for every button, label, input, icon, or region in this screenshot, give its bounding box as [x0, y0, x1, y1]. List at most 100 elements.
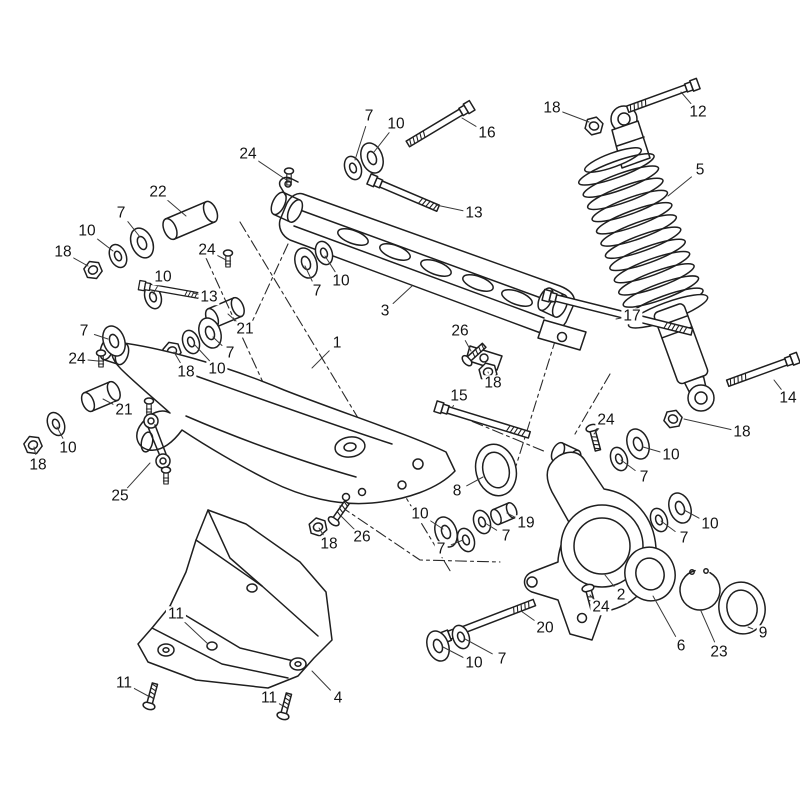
part-callout-7: 7	[223, 344, 237, 362]
bearing-6	[624, 546, 676, 602]
leader-line-21	[102, 398, 115, 406]
seal-9	[718, 581, 766, 635]
nut-18-c	[21, 432, 45, 458]
part-callout-18: 18	[52, 243, 74, 261]
leader-line-18	[72, 256, 89, 267]
sleeve-22	[159, 198, 222, 243]
leader-line-10	[373, 132, 390, 153]
leader-line-5	[667, 176, 692, 197]
leader-line-10	[683, 509, 701, 520]
nut-18-a	[81, 257, 105, 283]
leader-line-7	[620, 459, 636, 471]
leader-line-7	[660, 520, 676, 532]
part-callout-18: 18	[482, 374, 504, 392]
part-callout-10: 10	[76, 222, 98, 240]
leader-line-18	[33, 446, 37, 455]
nut-18-shock-top	[583, 114, 605, 138]
leader-line-15	[451, 405, 454, 409]
leader-line-16	[461, 117, 479, 128]
leader-line-13	[192, 292, 199, 295]
upper-suspension-arm	[270, 176, 587, 371]
part-callout-19: 19	[515, 514, 537, 532]
bolt-16	[404, 99, 476, 150]
part-callout-10: 10	[409, 505, 431, 523]
part-callout-8: 8	[450, 482, 464, 500]
part-callout-7: 7	[495, 650, 509, 668]
part-callout-4: 4	[331, 689, 345, 707]
leader-line-18	[173, 351, 181, 364]
leader-line-7	[450, 539, 464, 546]
leader-line-24	[87, 359, 99, 362]
part-callout-20: 20	[534, 619, 556, 637]
leader-line-24	[593, 427, 600, 435]
part-callout-10: 10	[57, 439, 79, 457]
part-callout-10: 10	[330, 272, 352, 290]
bolt-13-upper	[366, 173, 441, 215]
part-callout-6: 6	[674, 637, 688, 655]
leader-line-7	[93, 334, 109, 340]
leader-line-8	[466, 476, 484, 487]
part-callout-23: 23	[708, 643, 730, 661]
leader-line-1	[311, 350, 330, 369]
leader-line-11	[133, 687, 151, 698]
bushing-7-e	[453, 525, 479, 555]
leader-line-18	[318, 527, 324, 536]
leader-line-24	[589, 594, 595, 600]
part-callout-17: 17	[621, 307, 643, 325]
bolt-15	[433, 400, 532, 441]
skid-plate	[137, 509, 333, 689]
part-callout-24: 24	[595, 411, 617, 429]
leader-line-12	[680, 91, 692, 105]
part-callout-14: 14	[777, 389, 799, 407]
part-callout-18: 18	[541, 99, 563, 117]
part-callout-1: 1	[330, 334, 344, 352]
bushing-7-f	[469, 507, 495, 537]
part-callout-3: 3	[378, 302, 392, 320]
lower-suspension-arm	[99, 337, 456, 505]
part-callout-7: 7	[310, 282, 324, 300]
part-callout-13: 13	[463, 204, 485, 222]
part-callout-24: 24	[590, 598, 612, 616]
leader-line-4	[311, 670, 331, 691]
part-callout-5: 5	[693, 161, 707, 179]
leader-line-19	[506, 512, 517, 519]
bolt-14	[725, 351, 800, 390]
leader-line-24	[216, 254, 227, 261]
leader-line-13	[435, 204, 464, 212]
sleeve-19	[487, 500, 520, 527]
leader-line-9	[747, 626, 754, 630]
bushing-7-g	[606, 444, 632, 474]
seal-8	[474, 443, 518, 497]
washer-10-a	[105, 241, 131, 271]
leader-line-26	[340, 515, 355, 530]
leader-line-10	[152, 286, 158, 295]
leader-line-25	[126, 462, 151, 489]
part-callout-7: 7	[362, 107, 376, 125]
leader-line-26	[464, 340, 472, 352]
leader-lines	[33, 91, 782, 708]
leader-line-7	[484, 522, 498, 531]
leader-line-10	[428, 519, 444, 530]
part-callout-24: 24	[237, 145, 259, 163]
leader-line-7	[464, 638, 493, 655]
leader-line-7	[212, 336, 223, 346]
leader-line-2	[604, 574, 615, 587]
leader-line-18	[561, 111, 590, 123]
leader-line-7	[354, 126, 367, 161]
part-callout-18: 18	[175, 363, 197, 381]
part-callout-10: 10	[206, 360, 228, 378]
leader-line-3	[392, 285, 413, 304]
part-callout-24: 24	[66, 350, 88, 368]
part-callout-7: 7	[637, 468, 651, 486]
stabilizer-link-25	[143, 397, 172, 485]
leader-line-10	[95, 237, 114, 252]
part-callout-21: 21	[234, 320, 256, 338]
part-callout-13: 13	[198, 288, 220, 306]
leader-line-10	[193, 343, 211, 362]
part-callout-18: 18	[318, 535, 340, 553]
part-callout-15: 15	[448, 387, 470, 405]
part-callout-10: 10	[463, 654, 485, 672]
leader-line-10	[56, 426, 64, 439]
leader-line-10	[642, 446, 661, 453]
part-callout-7: 7	[77, 322, 91, 340]
